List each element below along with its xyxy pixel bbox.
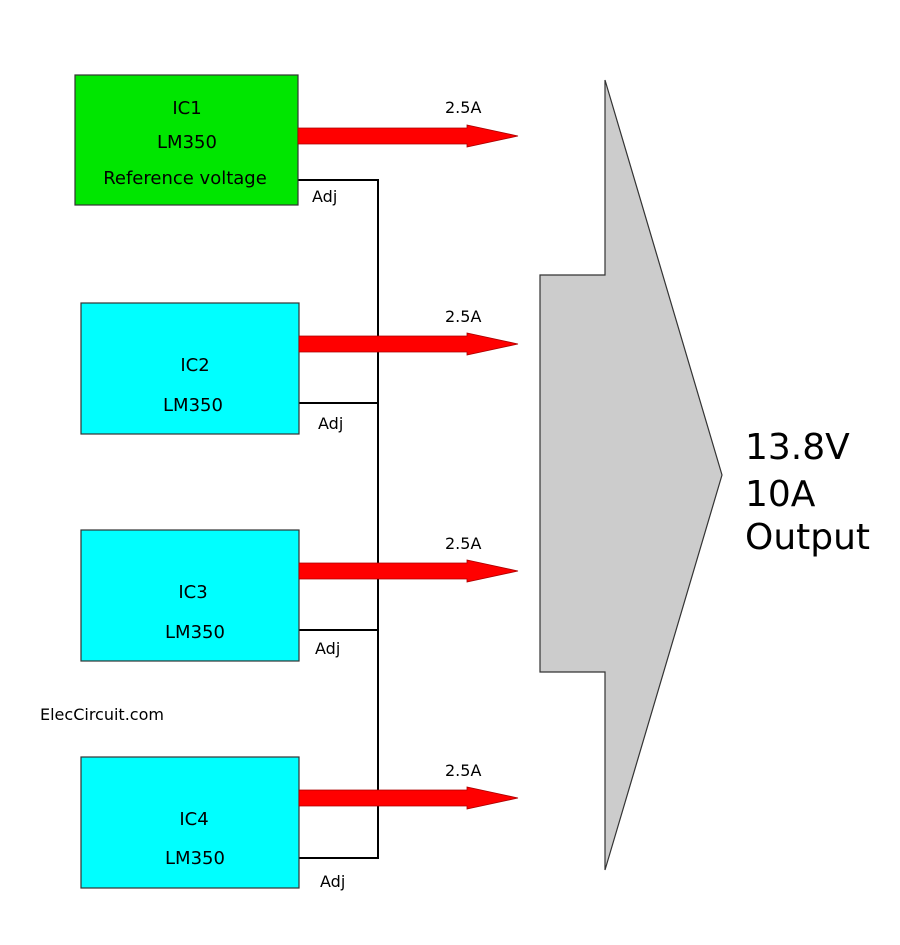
output-label: Output (745, 517, 870, 558)
ic2-part: LM350 (163, 395, 223, 416)
ic2-current-label: 2.5A (445, 307, 481, 326)
ic4-name: IC4 (179, 809, 208, 830)
output-voltage: 13.8V (745, 427, 850, 468)
ic1-box (74, 74, 299, 206)
ic1-current-arrow (297, 124, 519, 148)
ic2-adj-label: Adj (318, 414, 343, 433)
ic4-current-label: 2.5A (445, 761, 481, 780)
ic3-part: LM350 (165, 622, 225, 643)
ic2-block: IC2 LM350 Adj 2.5A (80, 302, 519, 435)
ic1-adj-label: Adj (312, 187, 337, 206)
ic1-description: Reference voltage (103, 168, 267, 189)
ic3-current-arrow (298, 559, 519, 583)
ic3-box (80, 529, 300, 662)
output-current: 10A (745, 474, 816, 515)
ic4-block: IC4 LM350 Adj 2.5A (80, 756, 519, 891)
ic4-part: LM350 (165, 848, 225, 869)
ic2-current-arrow (298, 332, 519, 356)
adj-bus-wire (298, 179, 379, 859)
ic3-adj-label: Adj (315, 639, 340, 658)
output-combined-arrow (539, 79, 723, 871)
ic3-current-label: 2.5A (445, 534, 481, 553)
ic3-block: IC3 LM350 Adj 2.5A (80, 529, 519, 662)
ic1-block: IC1 LM350 Reference voltage Adj 2.5A (74, 74, 519, 206)
ic1-name: IC1 (172, 98, 201, 119)
ic2-name: IC2 (180, 355, 209, 376)
ic2-box (80, 302, 300, 435)
ic3-name: IC3 (178, 582, 207, 603)
ic4-box (80, 756, 300, 889)
ic1-part: LM350 (157, 132, 217, 153)
watermark-text: ElecCircuit.com (40, 705, 164, 724)
ic4-current-arrow (298, 786, 519, 810)
ic1-current-label: 2.5A (445, 98, 481, 117)
ic4-adj-label: Adj (320, 872, 345, 891)
